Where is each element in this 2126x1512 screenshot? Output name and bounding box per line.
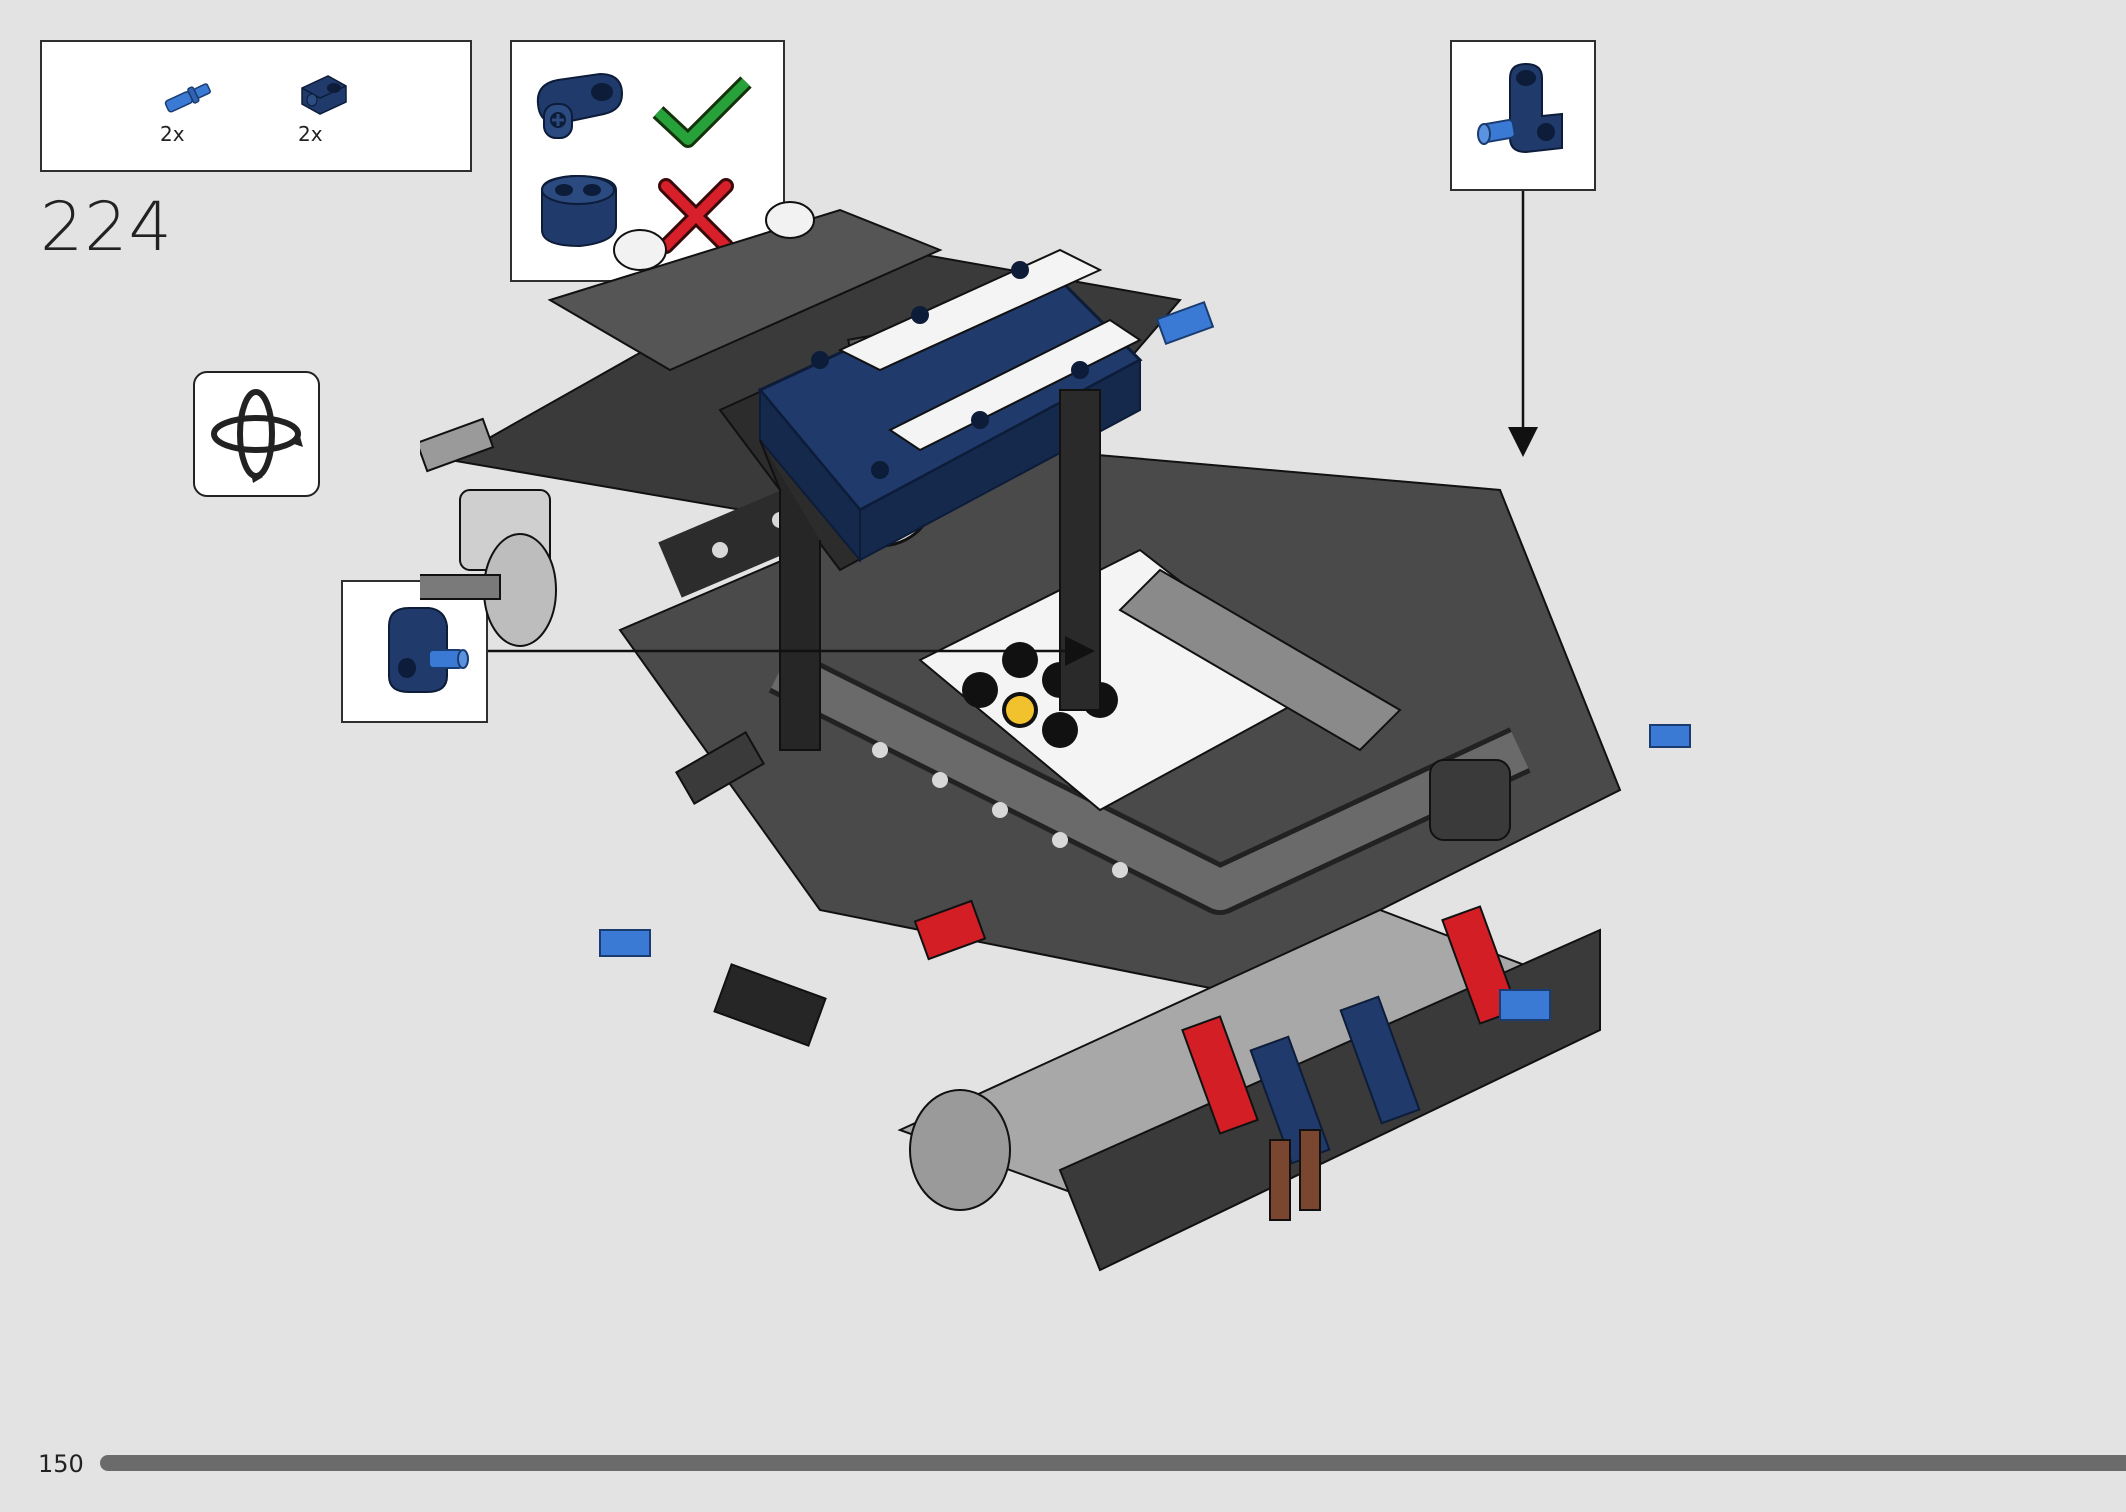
rotate-arrows-icon — [211, 389, 303, 483]
part-quantity: 2x — [160, 122, 185, 146]
callout-connector-left — [341, 580, 488, 723]
part-quantity: 2x — [298, 122, 323, 146]
parts-list-box: 2x 2x — [40, 40, 472, 172]
connector-wrong-orientation-icon — [541, 174, 617, 248]
dark-blue-connector-with-pin-icon — [388, 607, 469, 693]
front-suspension — [897, 759, 1601, 1272]
cross-mark-icon — [658, 178, 734, 254]
dark-blue-seat-assembly — [757, 248, 1143, 751]
left-side-details — [599, 300, 1691, 1047]
blue-axle-pin-icon — [164, 83, 211, 113]
step-number: 224 — [40, 188, 173, 267]
dark-blue-connector-with-pin-icon — [1477, 62, 1563, 154]
page-number: 150 — [38, 1450, 84, 1478]
car-chassis-model-illustration — [420, 201, 1691, 1272]
callout-connector-right — [1450, 40, 1596, 191]
engine-block — [918, 548, 1402, 812]
connector-correct-orientation-icon — [536, 72, 624, 139]
axle-connector-icon — [301, 75, 347, 115]
rotate-model-icon — [193, 371, 320, 497]
page-progress-bar — [100, 1455, 2126, 1471]
check-mark-icon — [652, 76, 752, 148]
